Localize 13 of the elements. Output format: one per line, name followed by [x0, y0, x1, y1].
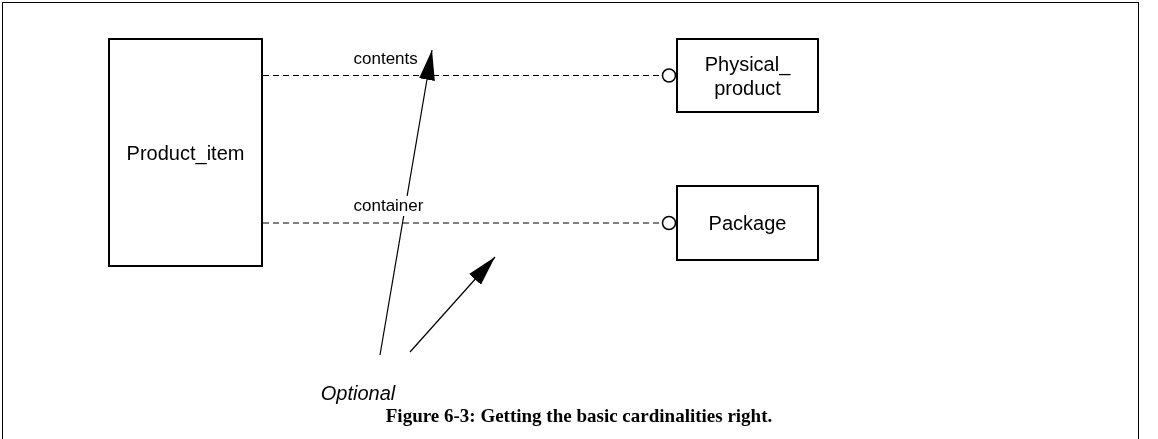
entity-box: [676, 38, 819, 113]
entity-name: Package: [708, 211, 787, 235]
relationship-line: [262, 215, 677, 231]
entity-name: Physical_ product: [703, 51, 792, 100]
entity-box: [108, 38, 263, 267]
entity-name: Product_item: [126, 140, 245, 165]
leader-arrow: [379, 49, 435, 356]
note-text: Optional: [318, 380, 398, 406]
figure-caption: Figure 6-3: Getting the basic cardinalities right.: [384, 405, 774, 427]
entity-box: [676, 185, 819, 261]
relationship-line: [262, 68, 677, 83]
edge-label: container: [351, 196, 426, 216]
leader-arrow: [409, 256, 496, 353]
